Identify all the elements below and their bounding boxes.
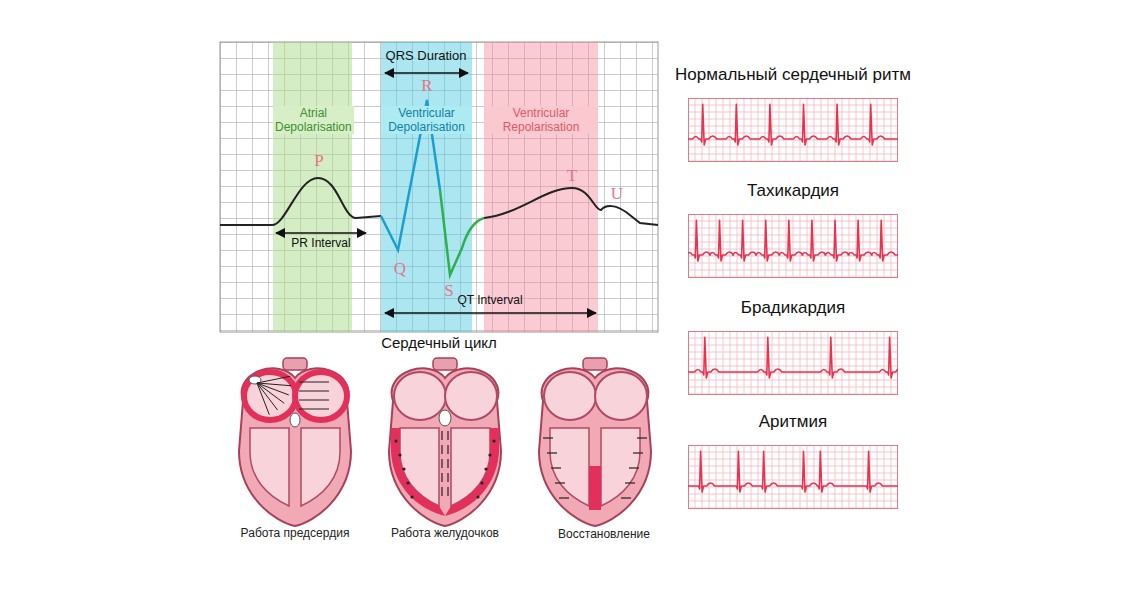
rhythm-heading: Тахикардия <box>658 180 928 202</box>
rhythm-heading: Нормальный сердечный ритм <box>658 64 928 86</box>
rhythm-panel: Нормальный сердечный ритм <box>658 64 928 162</box>
text-label: Сердечный цикл <box>381 335 497 352</box>
wave-letter: T <box>567 167 577 186</box>
ecg-strip <box>688 98 898 162</box>
ecg-strip <box>688 214 898 278</box>
text-label: Восстановление <box>558 528 650 541</box>
text-label: QT Intverval <box>457 294 522 307</box>
phase-band: Ventricular Repolarisation <box>484 42 598 332</box>
rhythm-panel: Брадикардия <box>658 297 928 395</box>
text-label: QRS Duration <box>386 49 467 63</box>
wave-letter: P <box>314 152 323 171</box>
rhythm-panel: Аритмия <box>658 411 928 509</box>
rhythm-heading: Брадикардия <box>658 297 928 319</box>
wave-letter: U <box>611 185 623 204</box>
rhythm-panel: Тахикардия <box>658 180 928 278</box>
text-label: Работа предсердия <box>241 527 350 540</box>
ecg-strip <box>688 331 898 395</box>
wave-letter: R <box>421 77 432 96</box>
wave-letter: S <box>444 282 453 301</box>
text-label: Работа желудочков <box>391 527 499 540</box>
wave-letter: Q <box>394 260 406 279</box>
phase-band: Atrial Depolarisation <box>273 42 352 332</box>
text-label: PR Interval <box>291 237 350 250</box>
phase-label: Atrial Depolarisation <box>273 106 354 134</box>
ecg-strip <box>688 445 898 509</box>
phase-label: Ventricular Repolarisation <box>484 106 598 134</box>
phase-label: Ventricular Depolarisation <box>381 106 472 134</box>
rhythm-heading: Аритмия <box>658 411 928 433</box>
